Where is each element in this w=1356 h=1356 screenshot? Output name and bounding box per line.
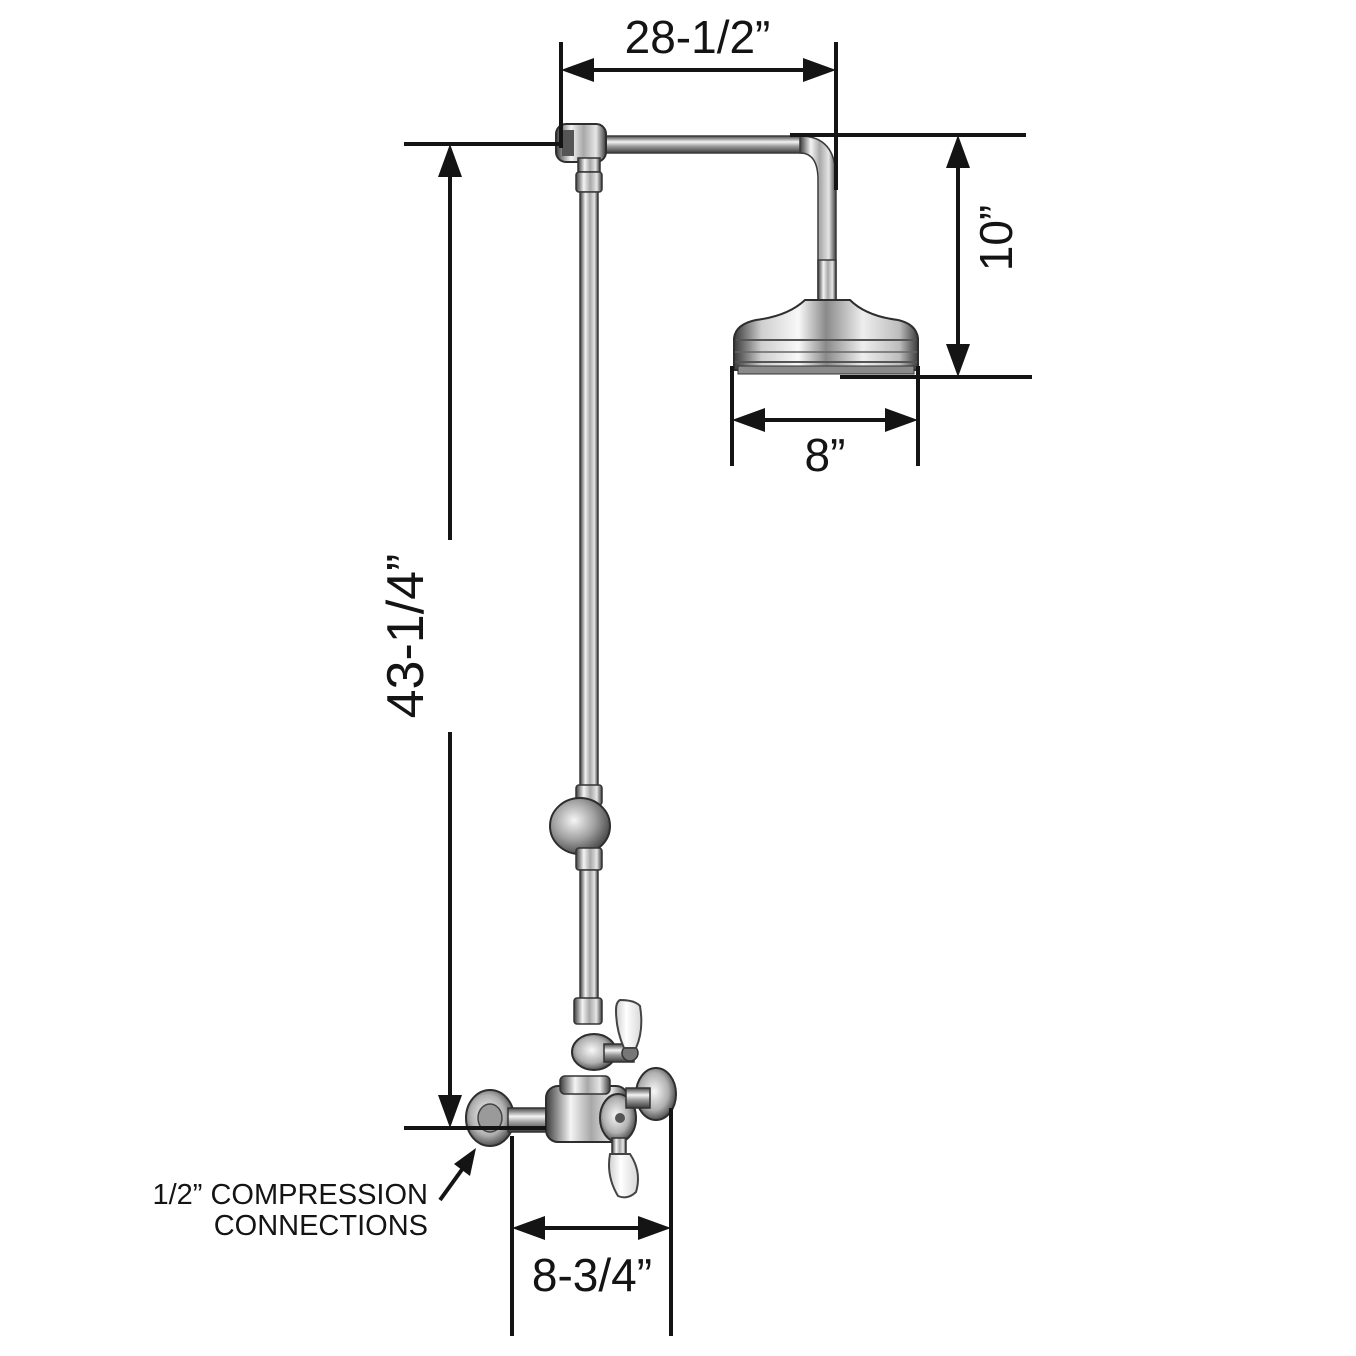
- riser-pipe-upper: [579, 191, 599, 788]
- note-line-2: CONNECTIONS: [213, 1210, 428, 1242]
- temperature-handle: [608, 1153, 639, 1199]
- compression-connections-note: 1/2” COMPRESSION CONNECTIONS: [96, 1180, 428, 1242]
- note-line-1: 1/2” COMPRESSION: [152, 1179, 428, 1211]
- top-wall-bracket: [555, 123, 607, 193]
- shower-arm: [599, 135, 806, 154]
- riser-pipe-lower: [579, 869, 599, 1003]
- arm-width-label: 28-1/2”: [624, 11, 771, 63]
- shower-head-neck: [817, 259, 837, 303]
- valve-width-label: 8-3/4”: [531, 1249, 653, 1301]
- dimension-lines: [404, 42, 1032, 1336]
- head-diameter-label: 8”: [804, 429, 846, 481]
- riser-ball-joint: [549, 797, 611, 855]
- diverter-handle: [614, 998, 643, 1049]
- diverter-valve: [571, 998, 643, 1071]
- shower-fixture: [465, 123, 919, 1199]
- overall-height-label: 43-1/4”: [377, 553, 435, 719]
- thermostatic-valve: [465, 1067, 677, 1199]
- shower-head: [733, 299, 919, 375]
- arm-drop-label: 10”: [970, 204, 1022, 272]
